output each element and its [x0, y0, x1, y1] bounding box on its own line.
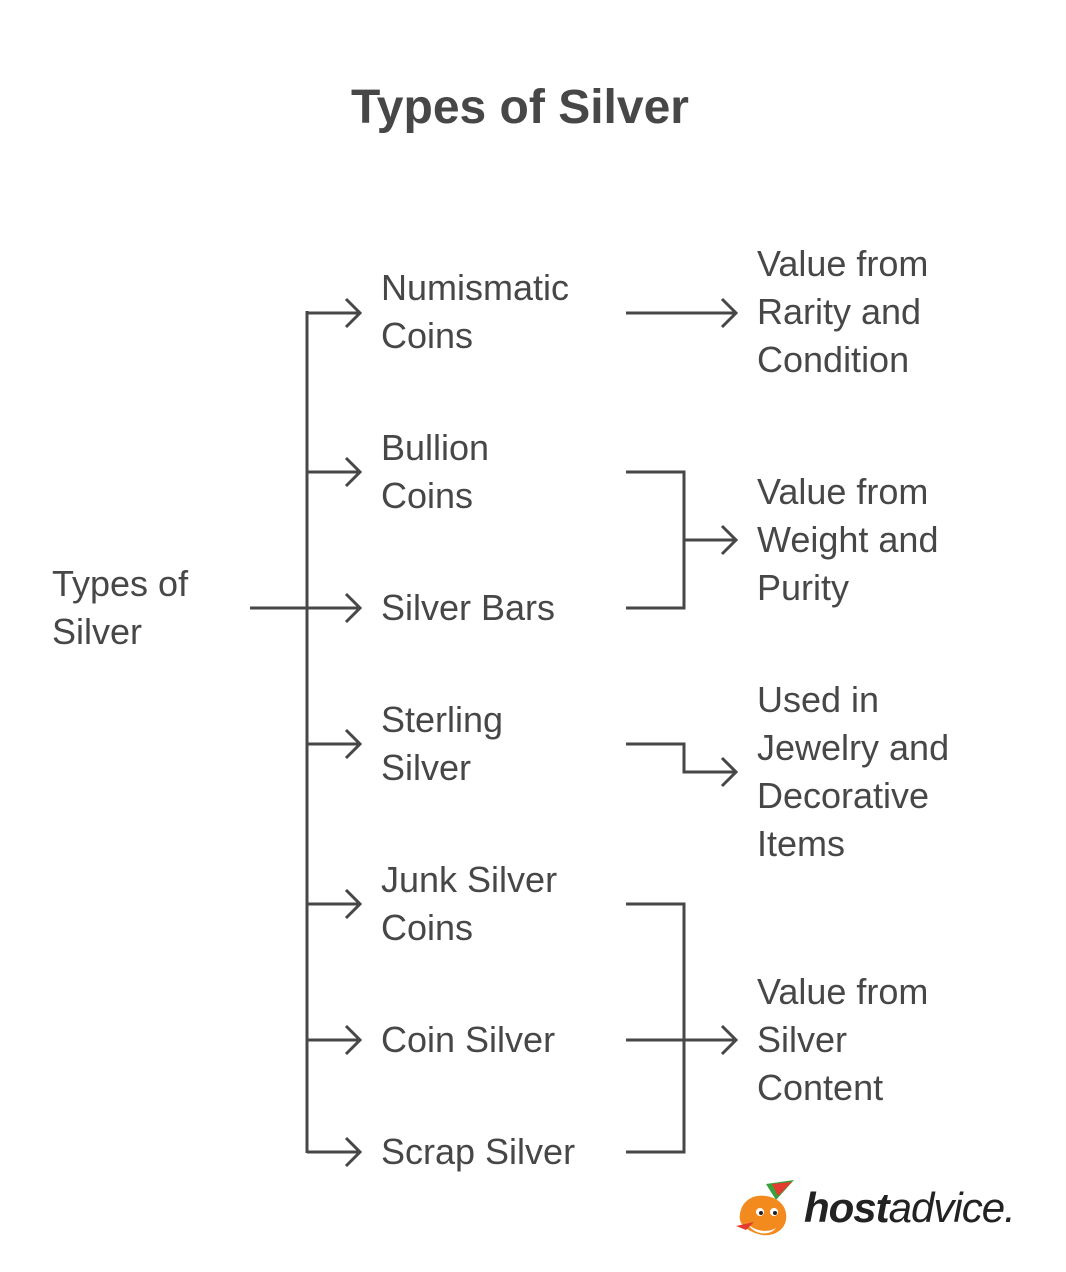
link-sterling-jewelry — [626, 742, 736, 774]
hostadvice-logo: hostadvice. — [732, 1178, 1032, 1242]
type-node-sterling: Sterling Silver — [381, 696, 503, 792]
type-node-bullion: Bullion Coins — [381, 424, 489, 520]
value-node-rarity: Value from Rarity and Condition — [757, 240, 928, 384]
type-label-line: Bullion — [381, 427, 490, 468]
arrowhead-numismatic — [344, 297, 363, 329]
value-label-line: Used in — [757, 679, 880, 720]
arrowhead-junk — [344, 888, 363, 920]
value-label-line: Content — [757, 1067, 884, 1108]
type-label-line: Coins — [381, 907, 474, 948]
type-label-line: Coins — [381, 475, 474, 516]
value-label-line: Value from — [757, 471, 929, 512]
type-label-line: Numismatic — [381, 267, 570, 308]
value-label-line: Weight and — [757, 519, 939, 560]
arrowhead-coin — [344, 1024, 363, 1056]
logo-wordmark: hostadvice. — [804, 1184, 1016, 1232]
bracket-weight — [626, 470, 686, 610]
type-label-line: Sterling — [381, 699, 504, 740]
logo-wordmark-bold: host — [804, 1184, 890, 1231]
type-label-line: Scrap Silver — [381, 1131, 576, 1172]
root-line-2: Silver — [52, 611, 143, 652]
value-label-line: Purity — [757, 567, 850, 608]
value-label-line: Silver — [757, 1019, 848, 1060]
type-node-junk: Junk Silver Coins — [381, 856, 557, 952]
type-label-line: Coins — [381, 315, 474, 356]
root-line-1: Types of — [52, 563, 189, 604]
type-label-line: Silver Bars — [381, 587, 556, 628]
value-label-line: Value from — [757, 243, 929, 284]
value-label-line: Jewelry and — [757, 727, 950, 768]
type-node-coin: Coin Silver — [381, 1016, 555, 1064]
arrowhead-jewelry — [720, 756, 739, 788]
value-node-weight: Value from Weight and Purity — [757, 468, 938, 612]
value-label-line: Condition — [757, 339, 910, 380]
type-node-bars: Silver Bars — [381, 584, 555, 632]
type-node-scrap: Scrap Silver — [381, 1128, 575, 1176]
value-label-line: Value from — [757, 971, 929, 1012]
value-label-line: Rarity and — [757, 291, 922, 332]
root-node: Types of Silver — [52, 560, 188, 656]
diagram-title: Types of Silver — [351, 81, 689, 134]
value-node-content: Value from Silver Content — [757, 968, 928, 1112]
fox-mascot-icon — [736, 1180, 794, 1236]
arrowhead-content — [720, 1024, 739, 1056]
type-label-line: Junk Silver — [381, 859, 558, 900]
arrowhead-weight — [720, 524, 739, 556]
arrowhead-bars — [344, 592, 363, 624]
type-label-line: Coin Silver — [381, 1019, 556, 1060]
logo-wordmark-regular: advice. — [888, 1184, 1016, 1231]
value-label-line: Items — [757, 823, 846, 864]
value-node-jewelry: Used in Jewelry and Decorative Items — [757, 676, 949, 868]
arrowhead-sterling — [344, 728, 363, 760]
arrowhead-bullion — [344, 456, 363, 488]
value-label-line: Decorative — [757, 775, 930, 816]
type-node-numismatic: Numismatic Coins — [381, 264, 569, 360]
arrowhead-rarity — [720, 297, 739, 329]
bracket-content — [626, 902, 686, 1154]
arrowhead-scrap — [344, 1136, 363, 1168]
type-label-line: Silver — [381, 747, 472, 788]
